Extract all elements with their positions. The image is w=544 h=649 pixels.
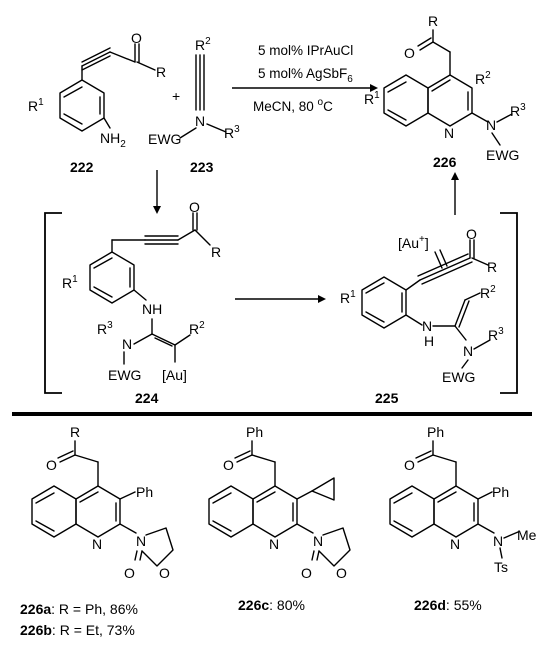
right-bracket xyxy=(500,212,518,394)
label-R3: R3 xyxy=(488,326,504,343)
label-N-ring: N xyxy=(269,536,279,552)
label-R: R xyxy=(211,244,221,260)
compound-label-226: 226 xyxy=(433,154,457,170)
label-NH: NH xyxy=(142,301,162,317)
reagent-line-1: 5 mol% IPrAuCl xyxy=(258,43,353,58)
label-N: N xyxy=(195,113,205,129)
label-R2: R2 xyxy=(480,284,496,301)
compound-225: [Au+] O R R1 N H R2 N R3 EWG 225 xyxy=(340,226,504,406)
reagent-line-2: 5 mol% AgSbF6 xyxy=(258,66,353,85)
label-R1: R1 xyxy=(28,97,44,114)
compound-label-222: 222 xyxy=(70,159,94,175)
label-EWG: EWG xyxy=(108,367,141,383)
plus-sign: + xyxy=(172,88,180,104)
label-R1: R1 xyxy=(364,90,380,107)
label-EWG: EWG xyxy=(148,131,181,147)
label-O: O xyxy=(223,457,234,473)
label-O: O xyxy=(466,226,477,242)
label-O: O xyxy=(131,30,142,46)
label-EWG: EWG xyxy=(442,369,475,385)
label-N: N xyxy=(422,318,432,334)
label-R3: R3 xyxy=(510,102,526,119)
label-N: N xyxy=(486,117,496,133)
product-226b: 226b: R = Et, 73% xyxy=(20,622,135,638)
reaction-arrow: 5 mol% IPrAuCl 5 mol% AgSbF6 MeCN, 80 oC xyxy=(232,43,378,114)
compound-226: R O R2 R1 N N R3 EWG 226 xyxy=(364,13,526,170)
label-R3: R3 xyxy=(224,124,240,141)
label-R1: R1 xyxy=(62,274,78,291)
arrow-down xyxy=(153,170,161,214)
reagent-line-3: MeCN, 80 oC xyxy=(253,97,333,114)
label-O: O xyxy=(301,565,312,581)
label-H: H xyxy=(424,333,434,349)
label-AuPlus: [Au+] xyxy=(398,234,429,251)
label-R: R xyxy=(70,424,80,440)
label-N: N xyxy=(463,343,473,359)
label-R: R xyxy=(428,13,438,29)
label-Ph: Ph xyxy=(427,424,444,440)
compound-224: O R R1 NH N R3 EWG R2 [Au] 224 xyxy=(62,199,221,406)
label-R1: R1 xyxy=(340,289,356,306)
label-O: O xyxy=(404,457,415,473)
label-EWG: EWG xyxy=(486,147,519,163)
compound-226a-226b: R O Ph N N O O 226a: R = Ph, 86% 226b: R… xyxy=(20,424,174,638)
compound-label-225: 225 xyxy=(375,390,399,406)
arrow-up xyxy=(451,172,459,215)
label-Au: [Au] xyxy=(162,367,187,383)
label-R2: R2 xyxy=(475,70,491,87)
label-N: N xyxy=(136,533,146,549)
label-O: O xyxy=(46,457,57,473)
label-Ph-3: Ph xyxy=(492,484,509,500)
left-bracket xyxy=(44,212,62,394)
label-N-ring: N xyxy=(450,536,460,552)
label-N: N xyxy=(122,336,132,352)
compound-226d: Ph O Ph N N Me Ts 226d: 55% xyxy=(389,424,537,613)
product-226c: 226c: 80% xyxy=(238,597,305,613)
label-N: N xyxy=(313,533,323,549)
label-O-ring: O xyxy=(336,565,347,581)
compound-222: O R R1 NH2 222 xyxy=(28,30,166,175)
product-226d: 226d: 55% xyxy=(414,597,482,613)
label-Ph: Ph xyxy=(246,424,263,440)
compound-label-224: 224 xyxy=(135,390,159,406)
label-O: O xyxy=(124,565,135,581)
label-O: O xyxy=(404,45,415,61)
label-R: R xyxy=(156,64,166,80)
label-N: N xyxy=(493,533,503,549)
compound-226c: Ph O N N O O 226c: 80% xyxy=(208,424,351,613)
arrow-right xyxy=(235,295,326,303)
label-NH2: NH2 xyxy=(100,130,126,150)
compound-label-223: 223 xyxy=(190,159,214,175)
label-Ph: Ph xyxy=(136,484,153,500)
product-226a: 226a: R = Ph, 86% xyxy=(20,601,138,617)
label-Me: Me xyxy=(517,527,537,543)
label-R: R xyxy=(487,259,497,275)
label-Ts: Ts xyxy=(494,559,508,575)
compound-223: R2 N EWG R3 223 xyxy=(148,36,240,175)
label-O-ring: O xyxy=(159,565,170,581)
label-R3: R3 xyxy=(97,320,113,337)
label-R2: R2 xyxy=(195,36,211,53)
label-R2: R2 xyxy=(189,320,205,337)
label-N-ring: N xyxy=(92,536,102,552)
label-O: O xyxy=(189,199,200,215)
label-N-ring: N xyxy=(444,125,454,141)
